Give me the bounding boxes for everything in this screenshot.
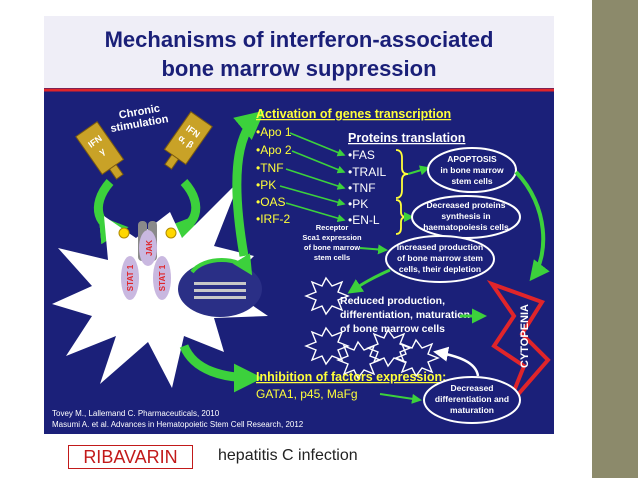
increased-production-line-2: of bone marrow stem [397, 253, 483, 263]
gene-apo2: •Apo 2 [256, 143, 292, 157]
protein-enl: •EN-L [348, 213, 380, 227]
translation-header: Proteins translation [348, 131, 465, 145]
arrow-apoptosis-to-cytopenia [514, 170, 550, 282]
decreased-proteins-line-2: synthesis in [441, 211, 490, 221]
arrow-apo2-trail [291, 150, 346, 174]
dead-cell-4 [366, 328, 412, 368]
receptor-dot-right [165, 227, 177, 239]
arrow-tnf-tnf [285, 168, 346, 190]
ifn-alpha-beta-syringe: IFN α, β [163, 111, 213, 170]
protein-trail: •TRAIL [348, 165, 387, 179]
receptor-line-4: stem cells [314, 253, 350, 262]
jak-label: JAK [145, 240, 154, 256]
gene-pk: •PK [256, 178, 276, 192]
reduced-production-line-2: differentiation, maturation [340, 309, 470, 321]
ifn-gamma-label-2: γ [97, 146, 107, 157]
gene-apo1: •Apo 1 [256, 125, 292, 139]
title-band [44, 16, 554, 88]
inhibition-header: Inhibition of factors expression: [256, 370, 446, 384]
gene-irf2: •IRF-2 [256, 212, 291, 226]
dna-strand-2 [194, 289, 246, 292]
apoptosis-line-3: stem cells [451, 176, 492, 186]
dead-cell-5 [394, 338, 440, 378]
ribavarin-label: RIBAVARIN [68, 445, 193, 469]
activation-header: Activation of genes transcription [256, 107, 451, 121]
increased-production-oval [385, 235, 495, 283]
stat1-right-oval [153, 256, 171, 300]
stat1-left-label: STAT 1 [126, 264, 135, 291]
dead-cell-1 [304, 276, 350, 316]
arrow-receptor-to-increased [359, 244, 388, 255]
title-line-1: Mechanisms of interferon-associated [105, 27, 494, 52]
arrow-inhibition-to-decreased [379, 393, 422, 404]
receptor-dot-left [118, 227, 130, 239]
reference-1: Tovey M., Lallemand C. Pharmaceuticals, … [52, 409, 220, 418]
arrow-apo1-fas [289, 132, 346, 157]
protein-pk: •PK [348, 197, 368, 211]
dead-cell-2 [304, 326, 350, 366]
apoptosis-oval [427, 147, 517, 193]
increased-production-line-1: Increased production [397, 242, 483, 252]
decreased-proteins-line-1: Decreased proteins [427, 200, 506, 210]
arrow-pk-pk [279, 185, 346, 207]
decreased-differentiation-line-3: maturation [450, 405, 494, 415]
arrow-oas-enl [285, 202, 346, 223]
receptor-line-2: Sca1 expression [302, 233, 362, 242]
decreased-proteins-line-3: haematopoiesis cells [423, 222, 509, 232]
activation-arrow [232, 110, 265, 257]
decreased-differentiation-oval [423, 376, 521, 424]
ifn-alpha-arrow [165, 178, 201, 245]
reduced-production-line-1: Reduced production, [340, 295, 445, 307]
ifn-gamma-syringe: IFN γ [75, 121, 125, 180]
arrow-decreased-diff-to-reduced [433, 346, 480, 377]
receptor-line-1: Receptor [316, 223, 349, 232]
apoptosis-line-2: in bone marrow [440, 165, 504, 175]
reference-2: Masumi A. et al. Advances in Hematopoiet… [52, 420, 304, 429]
nucleus-arrow [190, 253, 253, 276]
cytopenia-label: CYTOPENIA [519, 304, 531, 368]
dna-strand-3 [194, 296, 246, 299]
protein-fas: •FAS [348, 148, 375, 162]
increased-production-line-3: cells, their depletion [399, 264, 481, 274]
protein-tnf: •TNF [348, 181, 376, 195]
arrow-increased-to-reduced [347, 268, 391, 294]
reduced-production-line-3: of bone marrow cells [340, 323, 445, 335]
apoptosis-line-1: APOPTOSIS [447, 154, 497, 164]
interferon-diagram: Mechanisms of interferon-associated bone… [44, 16, 554, 434]
gene-tnf: •TNF [256, 161, 284, 175]
jak-oval [139, 230, 157, 266]
decreased-differentiation-line-2: differentiation and [435, 394, 509, 404]
inhibition-arrow [179, 344, 263, 393]
dna-strand-1 [194, 282, 246, 285]
inhibition-factors: GATA1, p45, MaFg [256, 387, 358, 401]
hepatitis-caption: hepatitis C infection [218, 447, 358, 464]
slide-sidebar-strip [592, 0, 638, 478]
receptor-line-3: of bone marrow [304, 243, 360, 252]
stat1-right-label: STAT 1 [158, 264, 167, 291]
decreased-differentiation-line-1: Decreased [450, 383, 493, 393]
title-line-2: bone marrow suppression [161, 56, 436, 81]
arrow-to-apoptosis [407, 165, 430, 176]
caption-row: RIBAVARIN hepatitis C infection [0, 440, 638, 478]
dead-cell-3 [336, 340, 382, 380]
gene-oas: •OAS [256, 195, 286, 209]
stat1-left-oval [121, 256, 139, 300]
